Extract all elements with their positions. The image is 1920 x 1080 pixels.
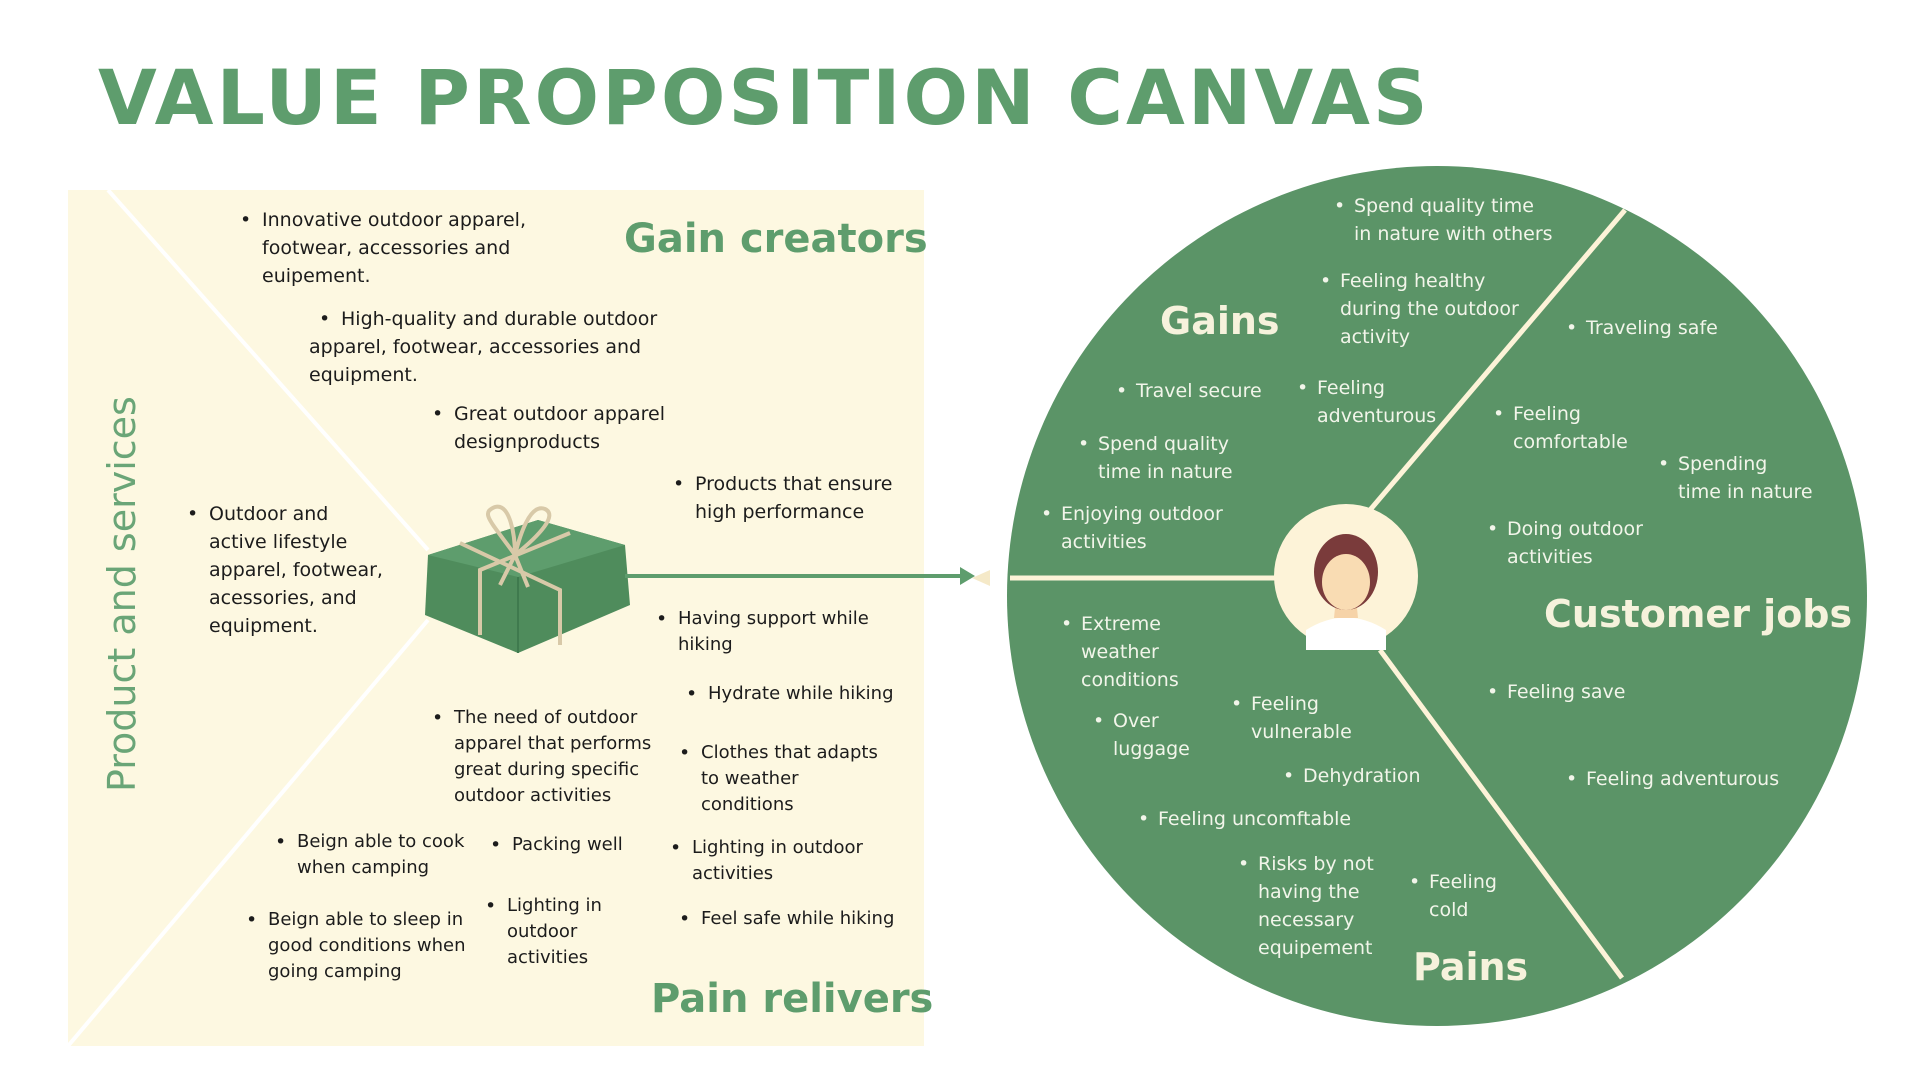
pain-item: •Feeling vulnerable [1231, 693, 1352, 743]
pain-item: •Feeling cold [1409, 871, 1497, 921]
product-item: •Outdoor and active lifestyle apparel, f… [187, 503, 383, 637]
gains-heading: Gains [1160, 299, 1280, 343]
pain-item: •Dehydration [1283, 765, 1421, 787]
customer-job-item: •Feeling adventurous [1566, 768, 1780, 790]
pain-reliever-item: •Feel safe while hiking [679, 908, 895, 930]
pain-reliever-item: •Beign able to sleep in good conditions … [246, 909, 466, 982]
page-title: VALUE PROPOSITION CANVAS [98, 53, 1431, 142]
pain-reliever-item: •Lighting in outdoor activities [670, 837, 863, 884]
gain-item: •Feeling adventurous [1297, 377, 1437, 427]
pain-item: •Extreme weather conditions [1061, 613, 1179, 691]
connector-arrow [625, 567, 975, 585]
gain-item: •Feeling healthy during the outdoor acti… [1320, 270, 1519, 348]
gain-creator-item: •High-quality and durable outdoor appare… [309, 308, 658, 386]
gain-creator-item: •Products that ensure high performance [673, 473, 893, 523]
customer-job-item: •Traveling safe [1566, 317, 1718, 339]
pain-item: •Risks by not having the necessary equip… [1238, 853, 1374, 959]
customer-job-item: •Spending time in nature [1658, 453, 1813, 503]
customer-jobs-heading: Customer jobs [1544, 592, 1853, 636]
gain-item: •Travel secure [1116, 380, 1262, 402]
pain-item: •Feeling uncomftable [1138, 808, 1352, 830]
pain-reliever-item: •Packing well [490, 834, 623, 856]
gain-creator-item: •Innovative outdoor apparel, footwear, a… [240, 209, 526, 287]
square-divider-lines [68, 190, 430, 1046]
pain-reliever-item: •Having support while hiking [656, 608, 869, 655]
customer-job-item: •Doing outdoor activities [1487, 518, 1643, 568]
pain-reliever-item: •Clothes that adapts to weather conditio… [679, 742, 878, 815]
customer-job-item: •Feeling save [1487, 681, 1626, 703]
gift-box-icon [425, 504, 630, 653]
gain-item: •Spend quality time in nature [1078, 433, 1233, 483]
pains-heading: Pains [1413, 945, 1529, 989]
pain-relievers-heading: Pain relivers [651, 976, 934, 1022]
gain-item: •Spend quality time in nature with other… [1334, 195, 1553, 245]
pain-item: •Over luggage [1093, 710, 1190, 760]
pain-reliever-item: •Hydrate while hiking [686, 683, 894, 705]
pain-reliever-item: •Lighting in outdoor activities [485, 895, 602, 968]
gain-item: •Enjoying outdoor activities [1041, 503, 1223, 553]
pain-reliever-item: •Beign able to cook when camping [275, 831, 465, 878]
pain-reliever-item: •The need of outdoor apparel that perfor… [432, 707, 652, 806]
gain-creator-item: •Great outdoor apparel designproducts [432, 403, 665, 453]
gain-creators-heading: Gain creators [624, 216, 928, 262]
customer-job-item: •Feeling comfortable [1493, 403, 1628, 453]
